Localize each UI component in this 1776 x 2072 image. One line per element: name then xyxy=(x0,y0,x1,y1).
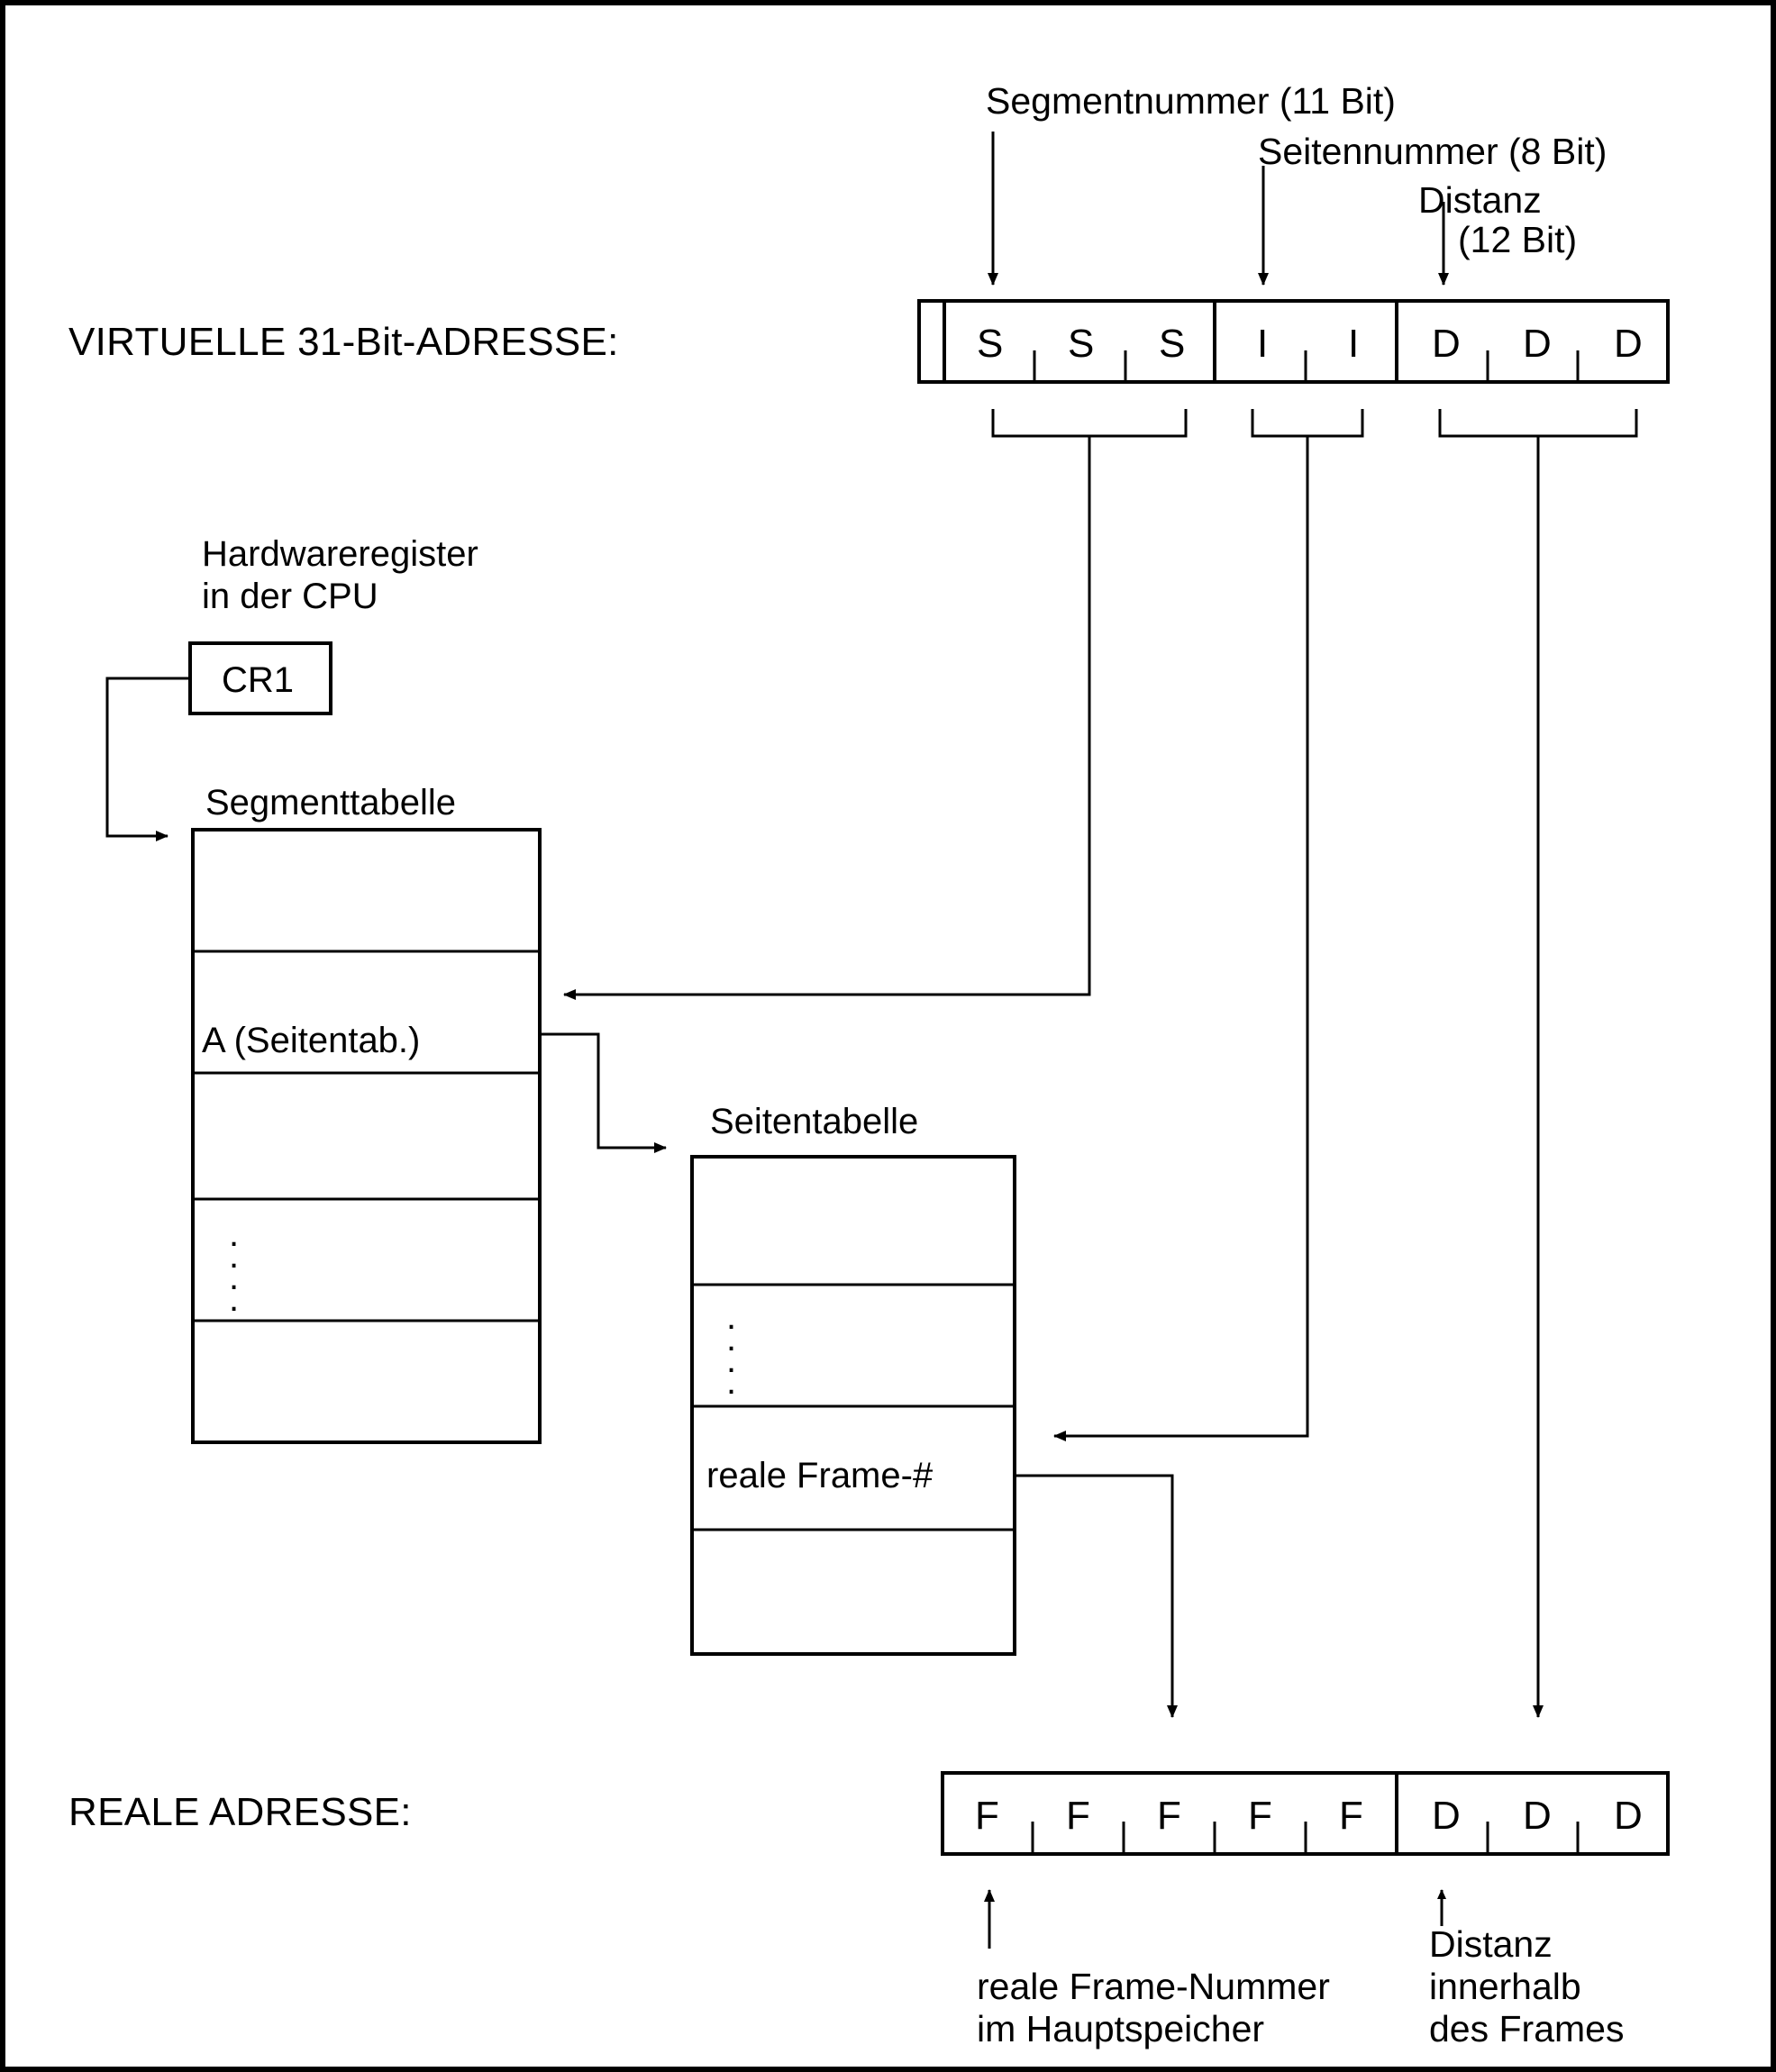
cr1-register-label: CR1 xyxy=(222,660,295,700)
page-table-entry-label: reale Frame-# xyxy=(706,1456,934,1495)
page-title-virtual-address: VIRTUELLE 31-Bit-ADRESSE: xyxy=(68,320,619,364)
bracket-offset xyxy=(1438,409,1638,438)
real-bit-char: D xyxy=(1523,1794,1552,1838)
path-segment-to-segmenttable xyxy=(563,436,1091,1000)
path-segmententry-to-pagetable xyxy=(540,1032,667,1153)
page-table-ellipsis: .... xyxy=(726,1297,737,1402)
real-bit-char: F xyxy=(1248,1794,1272,1838)
real-bit-char: D xyxy=(1432,1794,1461,1838)
bracket-segment xyxy=(991,409,1188,438)
annotation-frame-number-line1: reale Frame-Nummer xyxy=(977,1966,1330,2007)
segment-table-entry-label: A (Seitentab.) xyxy=(202,1021,421,1060)
segment-table-caption: Segmenttabelle xyxy=(205,783,456,822)
virtual-bit-char: D xyxy=(1614,322,1643,366)
segment-table-box xyxy=(191,828,542,1444)
real-bit-char: D xyxy=(1614,1794,1643,1838)
segment-table-ellipsis: .... xyxy=(229,1214,240,1319)
cpu-register-caption-line1: Hardwareregister xyxy=(202,534,478,574)
annotation-frame-number-line2: im Hauptspeicher xyxy=(977,2008,1265,2049)
annotation-seitennummer: Seitennummer (8 Bit) xyxy=(1258,131,1608,172)
annotation-segmentnummer: Segmentnummer (11 Bit) xyxy=(986,80,1396,122)
diagram-vector-layer xyxy=(105,132,1670,1949)
virtual-address-bar xyxy=(917,299,1670,384)
virtual-bit-char: S xyxy=(1159,322,1186,366)
annotation-frame-offset-line3: des Frames xyxy=(1429,2008,1625,2049)
annotation-distanz-line2: (12 Bit) xyxy=(1458,219,1578,260)
path-pageentry-to-realaddress xyxy=(1015,1474,1178,1718)
virtual-bit-char: S xyxy=(1068,322,1095,366)
real-bit-char: F xyxy=(1066,1794,1090,1838)
virtual-bit-char: I xyxy=(1257,322,1269,366)
cpu-register-caption-line2: in der CPU xyxy=(202,577,378,616)
virtual-bit-char: D xyxy=(1523,322,1552,366)
annotation-frame-offset-line2: innerhalb xyxy=(1429,1966,1581,2007)
bracket-page xyxy=(1251,409,1364,438)
annotation-distanz-line1: Distanz xyxy=(1418,179,1542,221)
virtual-bit-char: S xyxy=(977,322,1004,366)
real-bit-char: F xyxy=(1339,1794,1363,1838)
real-bit-char: F xyxy=(975,1794,999,1838)
real-bit-char: F xyxy=(1157,1794,1181,1838)
annotation-frame-offset-line1: Distanz xyxy=(1429,1923,1553,1965)
path-cr1-to-segmenttable xyxy=(105,677,190,841)
virtual-bit-char: D xyxy=(1432,322,1461,366)
path-page-to-pagetable xyxy=(1053,436,1309,1441)
page-title-real-address: REALE ADRESSE: xyxy=(68,1790,412,1834)
virtual-bit-char: I xyxy=(1348,322,1360,366)
page-table-caption: Seitentabelle xyxy=(710,1102,919,1141)
